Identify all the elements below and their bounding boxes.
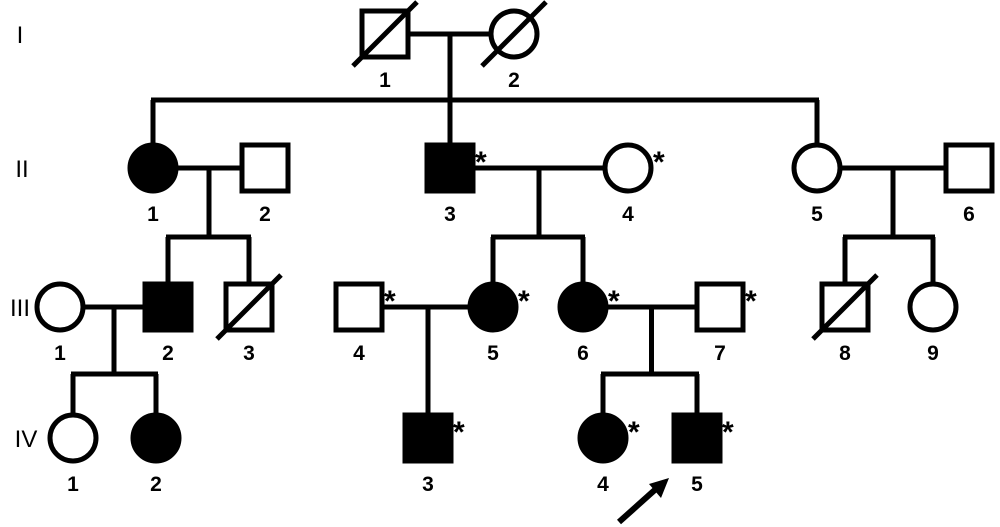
female-circle-icon <box>130 412 182 464</box>
female-circle-icon <box>602 142 654 194</box>
individual-III-6: *6 <box>557 281 620 365</box>
individual-number: 2 <box>150 473 162 496</box>
individual-II-1: 1 <box>127 142 179 226</box>
male-square-icon <box>402 412 454 464</box>
individual-IV-4: *4 <box>577 412 640 496</box>
individual-III-1: 1 <box>34 281 86 365</box>
individual-number: 3 <box>243 342 255 365</box>
deceased-slash-icon <box>811 273 879 341</box>
individual-number: 4 <box>353 342 365 365</box>
female-circle-icon <box>47 412 99 464</box>
individual-IV-1: 1 <box>47 412 99 496</box>
tested-marker: * <box>653 146 665 179</box>
deceased-slash-icon <box>351 0 419 68</box>
proband-arrow-icon <box>616 478 669 525</box>
individual-III-8: 8 <box>811 273 879 365</box>
deceased-slash-icon <box>215 273 283 341</box>
male-square-icon <box>239 142 291 194</box>
tested-marker: * <box>518 285 530 318</box>
individual-number: 5 <box>811 203 823 226</box>
individual-number: 9 <box>927 342 939 365</box>
individual-number: 4 <box>597 473 609 496</box>
individual-number: 5 <box>691 473 703 496</box>
individual-number: 2 <box>508 69 520 92</box>
female-circle-icon <box>791 142 843 194</box>
tested-marker: * <box>722 416 734 449</box>
individual-III-3: 3 <box>215 273 283 365</box>
individual-III-7: *7 <box>694 281 757 365</box>
individual-number: 2 <box>162 342 174 365</box>
tested-marker: * <box>608 285 620 318</box>
tested-marker: * <box>475 146 487 179</box>
individual-number: 1 <box>67 473 79 496</box>
female-circle-icon <box>557 281 609 333</box>
male-square-icon <box>671 412 723 464</box>
individual-number: 3 <box>444 203 456 226</box>
deceased-slash-icon <box>480 0 548 68</box>
individual-number: 3 <box>422 473 434 496</box>
male-square-icon <box>694 281 746 333</box>
individual-IV-2: 2 <box>130 412 182 496</box>
individual-II-3: *3 <box>424 142 487 226</box>
individual-number: 1 <box>54 342 66 365</box>
male-square-icon <box>142 281 194 333</box>
generation-label: III <box>10 295 30 322</box>
tested-marker: * <box>453 416 465 449</box>
individual-III-4: *4 <box>333 281 396 365</box>
individual-I-1: 1 <box>351 0 419 92</box>
female-circle-icon <box>34 281 86 333</box>
individual-II-6: 6 <box>943 142 995 226</box>
generation-label: I <box>17 22 24 49</box>
tested-marker: * <box>384 285 396 318</box>
female-circle-icon <box>467 281 519 333</box>
individual-III-5: *5 <box>467 281 530 365</box>
female-circle-icon <box>577 412 629 464</box>
tested-marker: * <box>628 416 640 449</box>
individual-number: 2 <box>259 203 271 226</box>
individual-number: 6 <box>577 342 589 365</box>
individual-number: 8 <box>839 342 851 365</box>
individual-number: 1 <box>379 69 391 92</box>
male-square-icon <box>424 142 476 194</box>
individual-number: 1 <box>147 203 159 226</box>
individual-number: 6 <box>963 203 975 226</box>
individual-IV-5: *5 <box>616 412 734 525</box>
tested-marker: * <box>745 285 757 318</box>
individual-II-5: 5 <box>791 142 843 226</box>
individual-number: 5 <box>487 342 499 365</box>
female-circle-icon <box>907 281 959 333</box>
male-square-icon <box>333 281 385 333</box>
female-circle-icon <box>127 142 179 194</box>
individual-III-9: 9 <box>907 281 959 365</box>
individual-III-2: 2 <box>142 281 194 365</box>
individual-number: 4 <box>622 203 634 226</box>
male-square-icon <box>943 142 995 194</box>
generation-label: IV <box>15 426 38 453</box>
individual-II-4: *4 <box>602 142 665 226</box>
individual-II-2: 2 <box>239 142 291 226</box>
generation-label: II <box>15 156 28 183</box>
individual-number: 7 <box>714 342 726 365</box>
individual-I-2: 2 <box>480 0 548 92</box>
individual-IV-3: *3 <box>402 412 465 496</box>
